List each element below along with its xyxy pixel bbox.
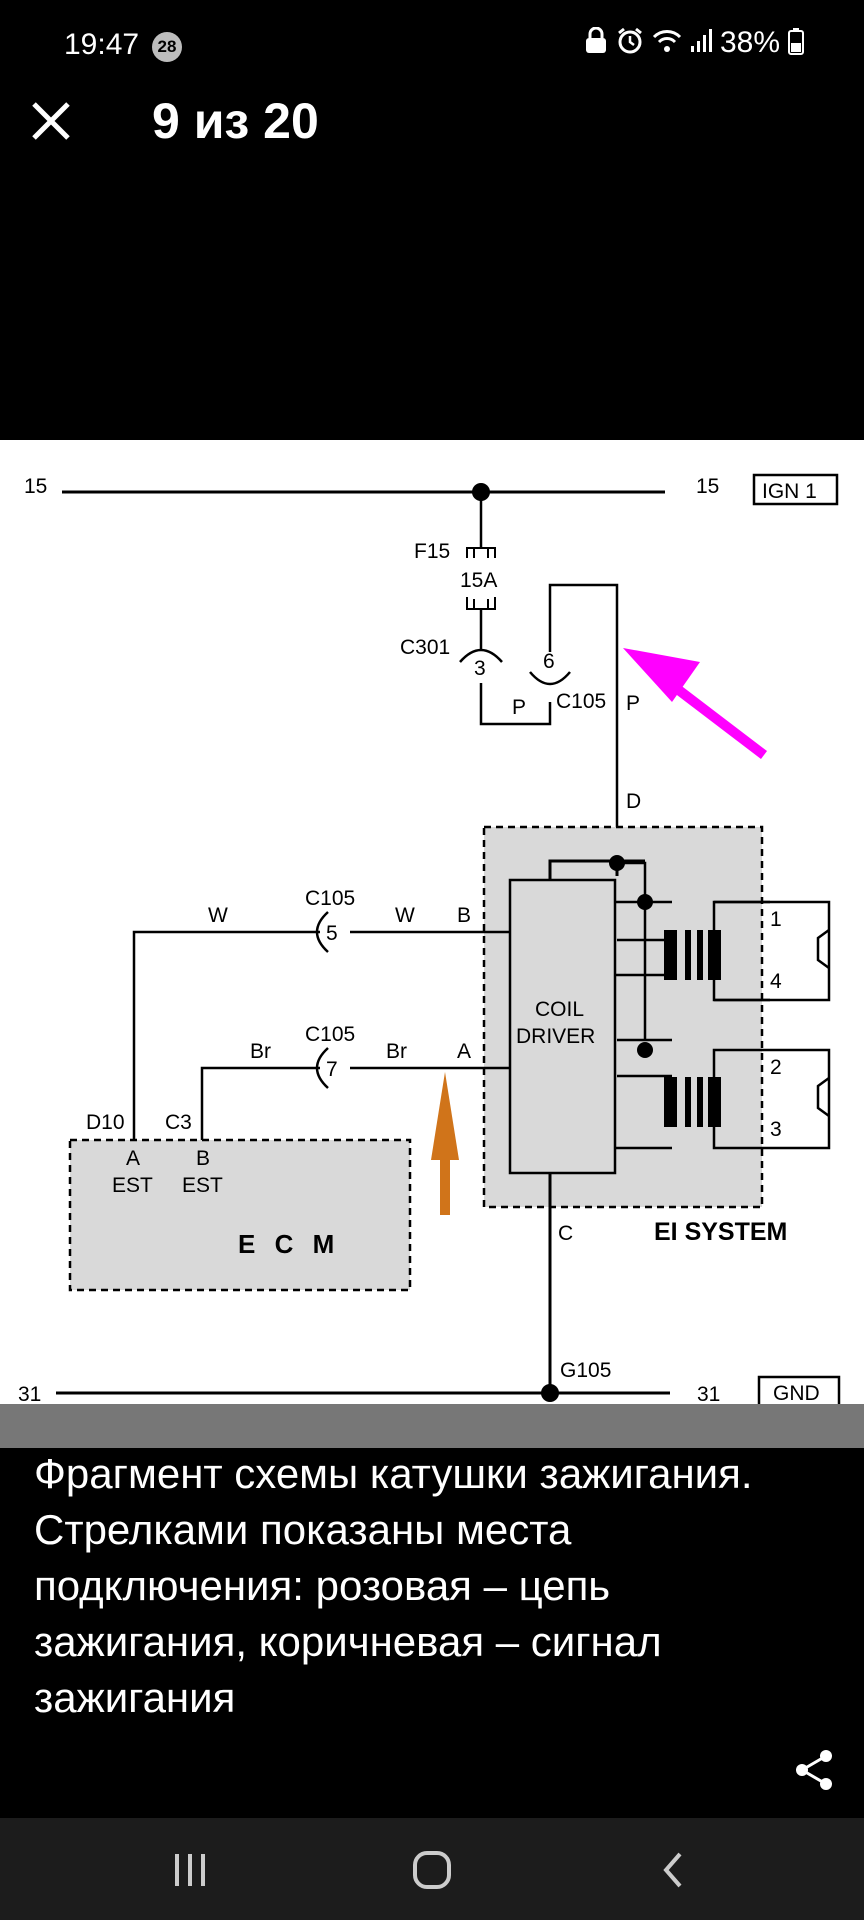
ecm-label: E C M xyxy=(238,1229,340,1259)
plug-3: 3 xyxy=(770,1118,782,1141)
battery-icon xyxy=(788,27,804,60)
recent-apps-icon xyxy=(175,1854,205,1886)
c301-pin: 3 xyxy=(474,657,486,680)
pink-arrowhead xyxy=(623,648,700,702)
share-button[interactable] xyxy=(788,1744,840,1796)
c105-low-label: C105 xyxy=(305,1023,355,1046)
wire-w2: W xyxy=(395,904,415,927)
recent-apps-button[interactable] xyxy=(155,1842,225,1898)
caption-band xyxy=(0,1404,864,1448)
brown-arrowhead xyxy=(431,1072,459,1160)
coil-label-1: COIL xyxy=(535,998,584,1021)
c105-mid-label: C105 xyxy=(305,887,355,910)
ign-label: IGN 1 xyxy=(762,480,817,503)
ecm-b: B xyxy=(196,1147,210,1170)
brown-arrow xyxy=(440,1155,450,1215)
est-1: EST xyxy=(112,1174,153,1197)
navigation-bar xyxy=(0,1818,864,1920)
signal-icon xyxy=(690,28,712,59)
viewer-header: 9 из 20 xyxy=(0,90,864,150)
terminal-31-right: 31 xyxy=(697,1383,720,1404)
pin-d: D xyxy=(626,790,641,813)
pin-7: 7 xyxy=(326,1058,338,1081)
pin-c: C xyxy=(558,1222,573,1245)
wire-br1: Br xyxy=(250,1040,271,1063)
c105-label-top: C105 xyxy=(556,690,606,713)
plug-1: 1 xyxy=(770,908,782,931)
c3-label: C3 xyxy=(165,1111,192,1134)
status-icons: 38% xyxy=(584,26,804,60)
notification-badge: 28 xyxy=(152,32,182,62)
wire-br2: Br xyxy=(386,1040,407,1063)
plug-4: 4 xyxy=(770,970,782,993)
pin-b: B xyxy=(457,904,471,927)
battery-percent: 38% xyxy=(719,26,780,59)
status-bar: 19:47 28 38% xyxy=(0,0,864,90)
terminal-15-left: 15 xyxy=(24,475,47,498)
image-counter: 9 из 20 xyxy=(152,93,319,149)
est-2: EST xyxy=(182,1174,223,1197)
back-button[interactable] xyxy=(638,1842,708,1898)
share-icon xyxy=(796,1750,832,1790)
wifi-icon xyxy=(652,28,682,59)
ei-system-label: EI SYSTEM xyxy=(654,1218,787,1246)
wire-p2: P xyxy=(626,692,640,715)
wire-p1: P xyxy=(512,696,526,719)
fuse-label: F15 xyxy=(414,540,450,563)
coil-label-2: DRIVER xyxy=(516,1025,595,1048)
lock-icon xyxy=(584,26,608,60)
wire-w1: W xyxy=(208,904,228,927)
c301-label: C301 xyxy=(400,636,450,659)
terminal-15-right: 15 xyxy=(696,475,719,498)
home-icon xyxy=(413,1851,451,1889)
d10-label: D10 xyxy=(86,1111,125,1134)
wiring-diagram-image: 15 15 IGN 1 F15 15A C301 3 P 6 C105 P D … xyxy=(0,440,864,1404)
pin-5: 5 xyxy=(326,922,338,945)
close-icon xyxy=(32,102,70,140)
back-icon xyxy=(663,1852,682,1888)
status-time: 19:47 xyxy=(64,28,140,61)
fuse-rating: 15A xyxy=(460,569,497,592)
pin-a: A xyxy=(457,1040,471,1063)
alarm-icon xyxy=(616,27,644,60)
close-button[interactable] xyxy=(26,96,76,146)
pink-arrow xyxy=(672,684,768,759)
plug-2: 2 xyxy=(770,1056,782,1079)
image-caption: Фрагмент схемы катушки зажигания. Стрелк… xyxy=(34,1450,753,1721)
home-button[interactable] xyxy=(397,1842,467,1898)
terminal-31-left: 31 xyxy=(18,1383,41,1404)
ecm-a: A xyxy=(126,1147,140,1170)
c105-pin6: 6 xyxy=(543,650,555,673)
g105-label: G105 xyxy=(560,1359,611,1382)
gnd-label: GND xyxy=(773,1382,820,1404)
